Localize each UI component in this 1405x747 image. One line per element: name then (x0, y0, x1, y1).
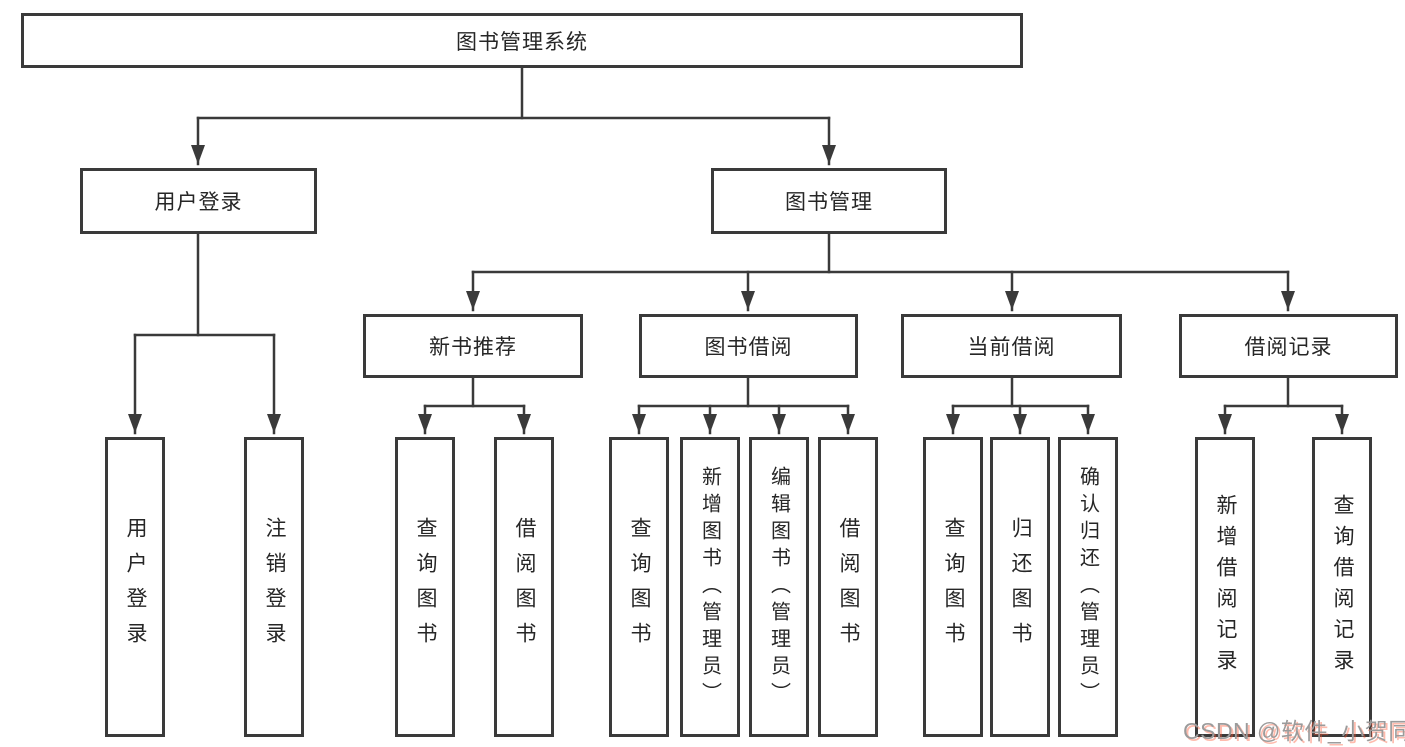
node-book-borrow: 图书借阅 (639, 314, 858, 378)
node-label: 新增借阅记录 (1214, 494, 1237, 680)
node-book-management: 图书管理 (711, 168, 947, 234)
node-user-login: 用户登录 (80, 168, 317, 234)
leaf-add-borrow-record: 新增借阅记录 (1195, 437, 1255, 737)
leaf-query-books-borrow: 查询图书 (609, 437, 669, 737)
leaf-return-books: 归还图书 (990, 437, 1050, 737)
node-label: 用户登录 (124, 517, 147, 657)
edges-current-borrow-children (946, 376, 1095, 435)
leaf-query-books-current: 查询图书 (923, 437, 983, 737)
node-label: 查询图书 (628, 517, 651, 657)
node-label: 查询借阅记录 (1331, 494, 1354, 680)
leaf-edit-books-admin: 编辑图书（管理员） (749, 437, 809, 737)
leaf-logout-login: 注销登录 (244, 437, 304, 737)
node-label: 图书管理系统 (456, 30, 588, 54)
node-label: 查询图书 (942, 517, 965, 657)
node-label: 借阅图书 (837, 517, 860, 657)
node-label: 编辑图书（管理员） (767, 465, 790, 709)
node-label: 借阅记录 (1244, 336, 1333, 359)
leaf-borrow-books-recommend: 借阅图书 (494, 437, 554, 737)
node-new-book-recommend: 新书推荐 (363, 314, 583, 378)
node-label: 图书管理 (785, 191, 873, 214)
edges-borrow-records-children (1218, 376, 1349, 435)
leaf-user-login: 用户登录 (105, 437, 165, 737)
csdn-watermark: CSDN @软件_小贺同学 (1183, 718, 1405, 744)
edges-root-to-level2 (191, 66, 836, 166)
leaf-query-borrow-record: 查询借阅记录 (1312, 437, 1372, 737)
node-label: 新增图书（管理员） (698, 465, 721, 709)
node-label: 新书推荐 (429, 336, 517, 359)
leaf-query-books-recommend: 查询图书 (395, 437, 455, 737)
node-root-library-management-system: 图书管理系统 (21, 13, 1023, 68)
node-label: 查询图书 (414, 517, 437, 657)
leaf-confirm-return-admin: 确认归还（管理员） (1058, 437, 1118, 737)
node-current-borrow: 当前借阅 (901, 314, 1122, 378)
leaf-add-books-admin: 新增图书（管理员） (680, 437, 740, 737)
node-borrow-records: 借阅记录 (1179, 314, 1398, 378)
node-label: 注销登录 (263, 517, 286, 657)
node-label: 归还图书 (1009, 517, 1032, 657)
leaf-borrow-books: 借阅图书 (818, 437, 878, 737)
node-label: 用户登录 (154, 191, 243, 214)
node-label: 借阅图书 (513, 517, 536, 657)
edges-book-management-children (466, 232, 1295, 312)
node-label: 图书借阅 (704, 336, 793, 359)
edges-book-borrow-children (632, 376, 855, 435)
edges-user-login-children (128, 232, 281, 435)
edges-new-book-recommend-children (418, 376, 531, 435)
node-label: 确认归还（管理员） (1076, 465, 1099, 709)
node-label: 当前借阅 (967, 336, 1056, 359)
